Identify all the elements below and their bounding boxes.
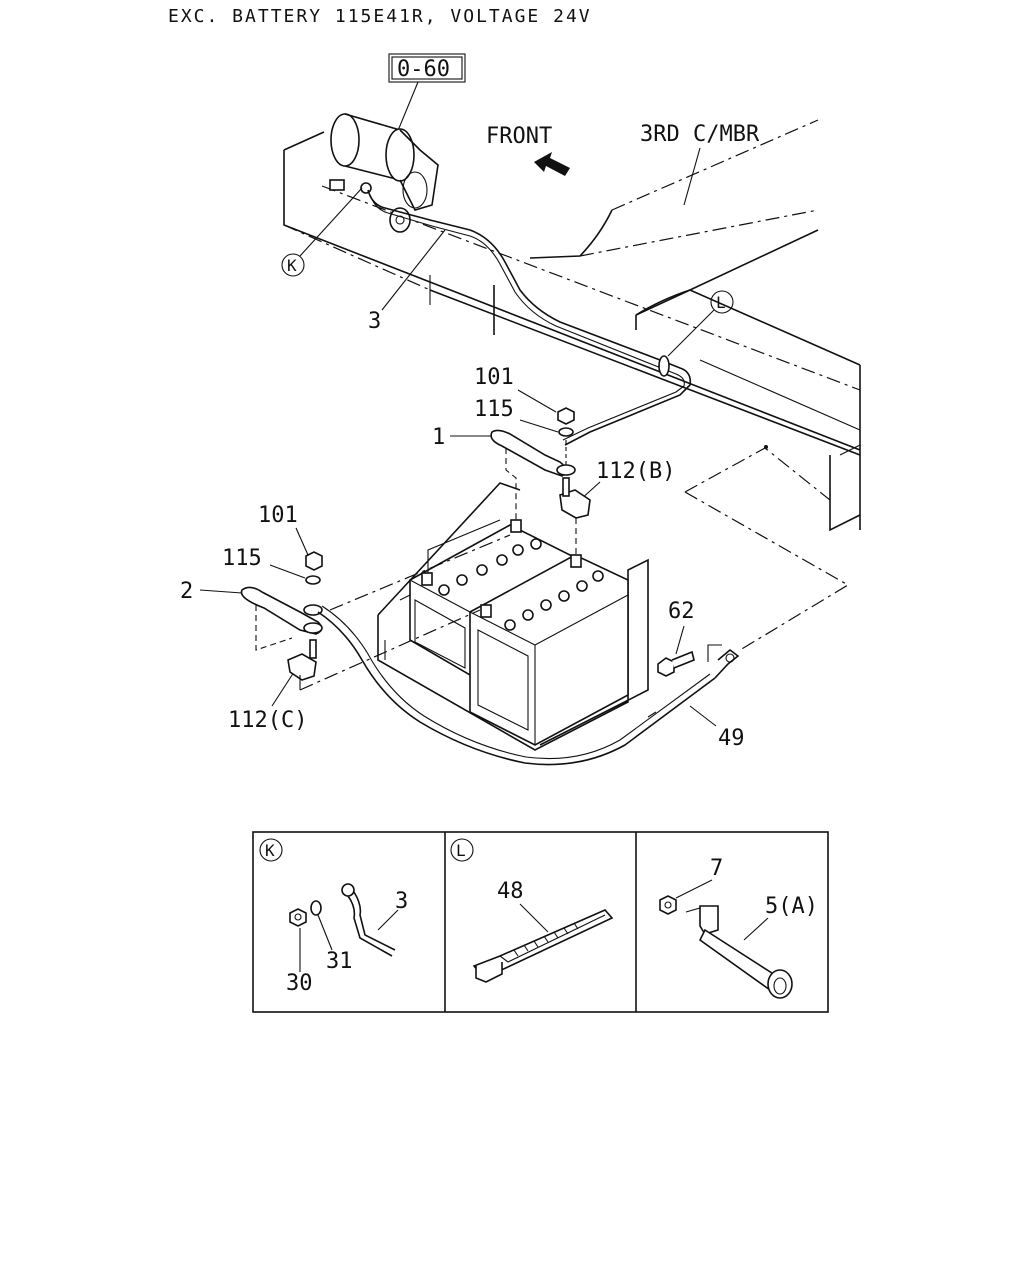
part-49-label: 49 [718, 726, 745, 751]
reference-box: 0-60 [388, 53, 466, 151]
detail-l-tag: L [456, 841, 466, 860]
callout-l: L [667, 290, 734, 357]
callout-k: K [281, 187, 363, 277]
detail-k-tag: K [265, 841, 275, 860]
bolt-62: 62 [657, 599, 695, 677]
negative-terminal-hardware: 101 115 2 112(C) [180, 503, 323, 733]
part-101-top-label: 101 [474, 365, 514, 390]
part-115-left-label: 115 [222, 546, 262, 571]
front-label: FRONT [486, 124, 552, 149]
clip-l [658, 355, 670, 377]
detail-k-part-31: 31 [326, 949, 353, 974]
battery-assembly [299, 482, 649, 751]
detail-k-part-30: 30 [286, 971, 313, 996]
starter-motor [329, 113, 439, 233]
positive-terminal-hardware: 101 115 1 112(B) [432, 365, 675, 555]
front-arrow-icon [534, 152, 570, 176]
part-2-label: 2 [180, 579, 193, 604]
part-3-label: 3 [368, 309, 381, 334]
third-crossmember [529, 119, 819, 316]
detail-ground-strap: 7 5(A) [659, 856, 818, 999]
detail-k: K 3 31 30 [259, 838, 408, 996]
reference-box-label: 0-60 [397, 57, 450, 82]
detail-part-7: 7 [710, 856, 723, 881]
callout-l-label: L [716, 293, 726, 312]
part-112c-label: 112(C) [228, 708, 307, 733]
diagram-title: EXC. BATTERY 115E41R, VOLTAGE 24V [168, 6, 592, 27]
cable-49 [317, 605, 740, 766]
part-1-label: 1 [432, 425, 445, 450]
part-115-top-label: 115 [474, 397, 514, 422]
part-62-label: 62 [668, 599, 695, 624]
callout-k-label: K [287, 256, 297, 275]
part-101-left-label: 101 [258, 503, 298, 528]
detail-k-part-3: 3 [395, 889, 408, 914]
detail-panels: K 3 31 30 L 48 [252, 831, 829, 1013]
detail-part-5a: 5(A) [765, 894, 818, 919]
cable-3 [367, 189, 692, 446]
part-112b-label: 112(B) [596, 459, 675, 484]
detail-l: L 48 [450, 838, 614, 983]
member-label: 3RD C/MBR [640, 122, 760, 147]
tie-teeth [513, 922, 579, 957]
detail-l-part-48: 48 [497, 879, 524, 904]
